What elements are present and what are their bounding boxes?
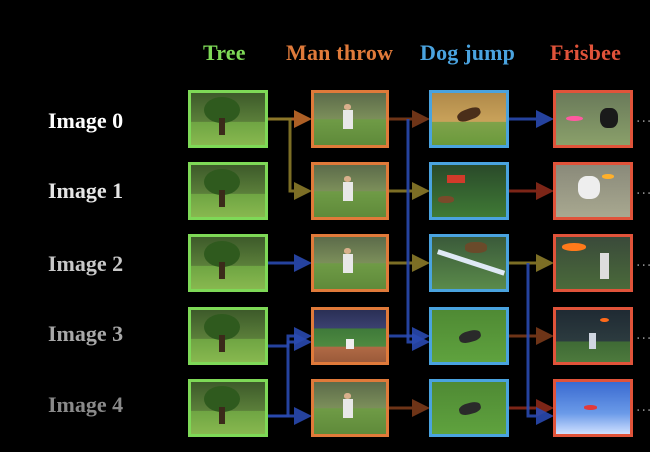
ellipsis-marker: ... xyxy=(636,110,650,126)
thumbnail-tree-garden-scene xyxy=(188,307,268,365)
ellipsis-marker: ... xyxy=(636,254,650,270)
thumbnail-dog-jump-ramp-scene xyxy=(429,234,509,292)
thumbnail-tree-lawn-scene xyxy=(188,379,268,437)
thumbnail-man-catch-frisbee-scene xyxy=(553,307,633,365)
ellipsis-marker: ... xyxy=(636,182,650,198)
arrow-tree-to-man-row4a xyxy=(268,333,312,418)
arrow-dog-to-frisbee-cross xyxy=(526,263,554,425)
column-header-tree: Tree xyxy=(203,40,246,65)
ellipsis-marker: ... xyxy=(636,399,650,415)
row-label-image-0: Image 0 xyxy=(48,108,124,133)
thumbnail-tree-park-scene xyxy=(188,162,268,220)
thumbnail-dog-jump-frisbee-scene xyxy=(429,90,509,148)
thumbnail-dog-catch-frisbee-scene xyxy=(553,90,633,148)
thumbnail-frisbee-flying-scene xyxy=(553,234,633,292)
row-label-image-4: Image 4 xyxy=(48,392,124,417)
column-header-frisbee: Frisbee xyxy=(550,40,622,65)
thumbnail-tree-field-scene xyxy=(188,234,268,292)
thumbnail-dog-run-scene xyxy=(429,307,509,365)
thumbnail-tree-park-scene xyxy=(188,90,268,148)
thumbnail-man-throw-frisbee-scene xyxy=(311,90,389,148)
thumbnail-stadium-field-scene xyxy=(311,307,389,365)
thumbnail-frisbee-sky-scene xyxy=(553,379,633,437)
row-label-image-1: Image 1 xyxy=(48,178,124,203)
row-label-image-2: Image 2 xyxy=(48,251,124,276)
thumbnail-man-throw-park-scene xyxy=(311,379,389,437)
column-header-dog-jump: Dog jump xyxy=(420,40,516,65)
arrow-man-to-dog-cross xyxy=(406,119,430,351)
ellipsis-marker: ... xyxy=(636,327,650,343)
arrow-tree-to-man-row1 xyxy=(268,117,312,200)
column-header-man-throw: Man throw xyxy=(286,40,394,65)
row-label-image-3: Image 3 xyxy=(48,321,124,346)
thumbnail-baseball-player-scene xyxy=(311,162,389,220)
thumbnail-dog-jump-frisbee-scene xyxy=(553,162,633,220)
thumbnail-man-throw-grass-scene xyxy=(311,234,389,292)
thumbnail-dog-grass-scene xyxy=(429,379,509,437)
thumbnail-dog-agility-scene xyxy=(429,162,509,220)
